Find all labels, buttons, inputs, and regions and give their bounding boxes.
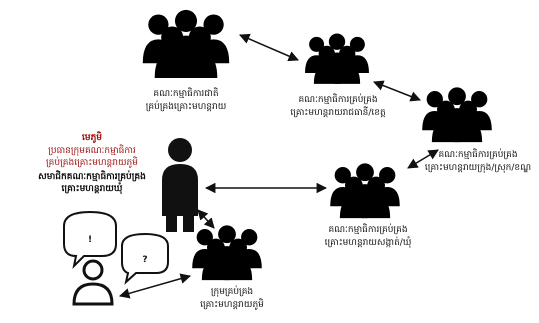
commune-sangkat-committee: គណៈកម្មាធិការគ្រប់គ្រង គ្រោះមហន្តរាយសង្ក…	[325, 163, 412, 248]
standing-person-icon	[162, 138, 198, 232]
arrow-national-to-provincial	[239, 33, 299, 62]
speech-bubble-exclamation: !	[63, 210, 117, 270]
citizen: ! ?	[63, 210, 169, 306]
arrow-citizen-to-village-team	[118, 273, 192, 299]
connector-arrows	[118, 33, 439, 299]
village-team-line2: គ្រោះមហន្តរាយភូមិ	[200, 298, 264, 310]
village-chief-role2-line2: គ្រោះមហន្តរាយឃុំ	[62, 182, 123, 195]
people-group-icon	[142, 9, 230, 78]
village-chief-title: មេភូមិ	[82, 131, 102, 144]
commune-sangkat-line1: គណៈកម្មាធិការគ្រប់គ្រង	[328, 223, 407, 235]
people-group-icon	[422, 87, 492, 143]
capital-provincial-line1: គណៈកម្មាធិការគ្រប់គ្រង	[298, 93, 377, 105]
speech-bubble-question: ?	[121, 232, 169, 285]
capital-provincial-line2: គ្រោះមហន្តរាយរាជធានី/ខេត្ត	[290, 106, 386, 118]
national-committee-line2: គ្រប់គ្រងគ្រោះមហន្តរាយ	[146, 100, 227, 112]
question-mark: ?	[142, 255, 147, 265]
village-team: ក្រុមគ្រប់គ្រង គ្រោះមហន្តរាយភូមិ	[192, 225, 264, 310]
village-team-line1: ក្រុមគ្រប់គ្រង	[211, 285, 253, 297]
people-group-icon	[305, 33, 369, 84]
village-chief-role2-line1: សមាជិកគណៈកម្មាធិការគ្រប់គ្រង	[38, 170, 146, 182]
capital-provincial-committee: គណៈកម្មាធិការគ្រប់គ្រង គ្រោះមហន្តរាយរាជធ…	[290, 33, 386, 118]
arrow-provincial-to-district	[373, 80, 421, 102]
people-group-icon	[192, 225, 262, 281]
municipal-district-line1: គណៈកម្មាធិការគ្រប់គ្រង	[438, 148, 517, 160]
arrow-chief-to-village-team	[197, 209, 215, 229]
exclamation-mark: !	[88, 235, 92, 245]
village-chief-role1-line2: គ្រប់គ្រងគ្រោះមហន្តរាយភូមិ	[46, 156, 138, 168]
national-committee: គណៈកម្មាធិការជាតិ គ្រប់គ្រងគ្រោះមហន្តរាយ	[142, 9, 230, 112]
village-chief: មេភូមិ ប្រធានក្រុមគណៈកម្មាធិការ គ្រប់គ្រ…	[38, 131, 198, 232]
arrow-district-to-commune	[407, 149, 439, 169]
person-outline-icon	[72, 259, 114, 306]
national-committee-line1: គណៈកម្មាធិការជាតិ	[153, 87, 218, 99]
municipal-district-committee: គណៈកម្មាធិការគ្រប់គ្រង គ្រោះមហន្តរាយក្រុ…	[422, 87, 531, 173]
village-chief-role1-line1: ប្រធានក្រុមគណៈកម្មាធិការ	[48, 144, 136, 156]
municipal-district-line2: គ្រោះមហន្តរាយក្រុង/ស្រុក/ខណ្ឌ	[425, 163, 531, 173]
people-group-icon	[330, 163, 400, 219]
commune-sangkat-line2: គ្រោះមហន្តរាយសង្កាត់/ឃុំ	[325, 236, 412, 248]
